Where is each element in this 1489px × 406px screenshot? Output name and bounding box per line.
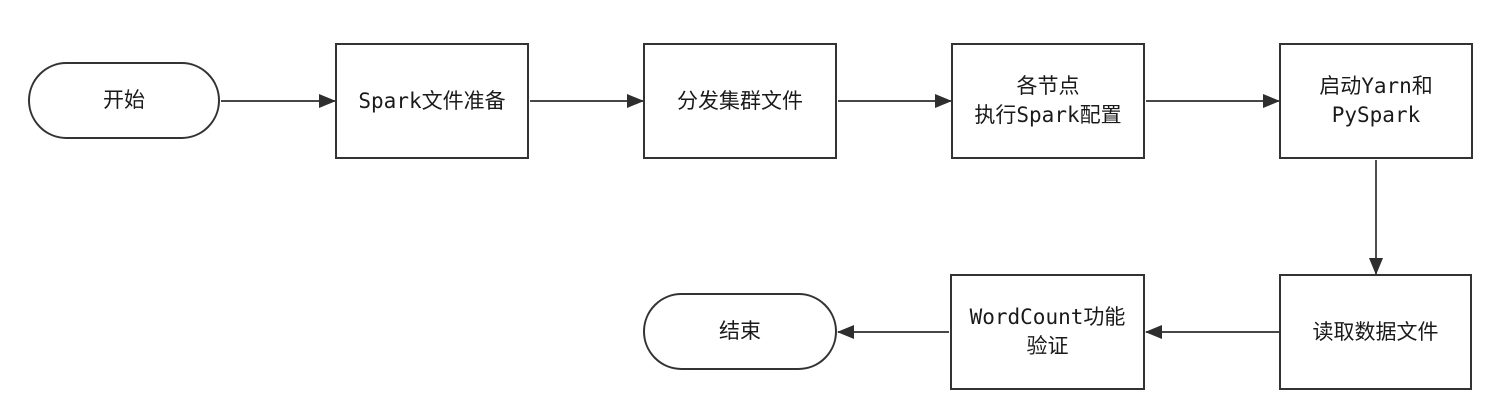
flow-node-spark-file-prep: Spark文件准备 [335,43,529,159]
flow-node-distribute-cluster-files: 分发集群文件 [643,43,837,159]
flow-node-end: 结束 [643,293,837,370]
flow-node-start-yarn-pyspark-label: 启动Yarn和 PySpark [1319,74,1433,127]
flow-node-start: 开始 [28,62,220,139]
flow-node-nodes-execute-spark-config: 各节点 执行Spark配置 [951,43,1145,159]
flow-node-distribute-cluster-files-label: 分发集群文件 [677,88,803,113]
flow-node-wordcount-verification: WordCount功能 验证 [950,274,1145,390]
flow-node-read-data-files: 读取数据文件 [1279,274,1472,390]
flow-node-read-data-files-label: 读取数据文件 [1312,319,1439,344]
flow-node-wordcount-verification-label: WordCount功能 验证 [969,305,1126,358]
flow-node-spark-file-prep-label: Spark文件准备 [358,88,506,113]
flow-node-nodes-execute-spark-config-label: 各节点 执行Spark配置 [974,74,1122,127]
flow-node-start-label: 开始 [103,88,145,112]
flow-node-start-yarn-pyspark: 启动Yarn和 PySpark [1279,43,1473,159]
flow-node-end-label: 结束 [719,319,761,343]
